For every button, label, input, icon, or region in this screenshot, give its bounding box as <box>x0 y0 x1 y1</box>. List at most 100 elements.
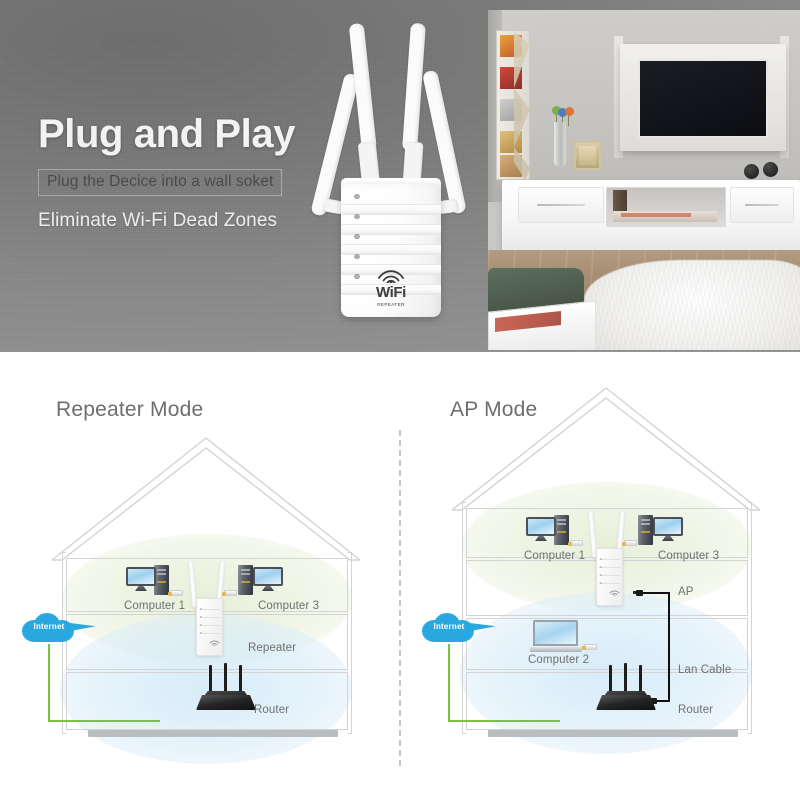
led-wps-icon <box>353 234 361 239</box>
tv-screen <box>638 59 768 138</box>
computer-1-adapter <box>568 540 583 546</box>
led-lan-icon <box>353 254 361 259</box>
console-drawer-right <box>730 187 794 223</box>
monitor-stand <box>535 536 547 541</box>
computer-3 <box>238 564 284 596</box>
wan-wire-horizontal <box>48 720 160 722</box>
vent-slot <box>341 264 441 275</box>
cloud-tail <box>470 623 496 631</box>
banner-text-block: Plug and Play Plug the Decice into a wal… <box>38 114 295 232</box>
mini-vent <box>599 559 620 560</box>
mini-led <box>200 624 202 626</box>
router-antenna <box>609 665 612 693</box>
cloud-puff <box>30 626 68 642</box>
led-signal-icon <box>353 214 361 219</box>
lan-cable-vertical <box>668 592 670 702</box>
monitor-stand <box>135 586 147 591</box>
cloud-puff <box>430 626 468 642</box>
computer-1-adapter <box>168 590 183 596</box>
flower <box>552 106 561 115</box>
house-wall-left <box>62 552 66 734</box>
ap-label: AP <box>678 586 694 598</box>
flower <box>565 107 574 116</box>
page-title: Plug and Play <box>38 112 296 156</box>
pc-monitor <box>253 567 283 591</box>
mode-diagrams-section: Repeater Mode <box>0 352 800 800</box>
cloud-tail <box>70 623 96 631</box>
headphone-cup-left <box>744 164 759 179</box>
router-base <box>196 695 256 710</box>
router-label: Router <box>678 704 714 716</box>
mini-wifi-icon <box>609 583 620 601</box>
mini-led <box>200 632 202 634</box>
subtitle-box: Plug the Decice into a wall soket <box>38 169 283 196</box>
router-antenna <box>224 663 227 693</box>
ap-lan-port <box>633 590 643 596</box>
router-base <box>596 695 656 710</box>
house-wall-right <box>348 552 352 734</box>
computer-2 <box>530 620 582 652</box>
flower-vase <box>554 122 566 166</box>
wan-wire-horizontal <box>448 720 560 722</box>
tower-bay <box>557 523 566 525</box>
router-coverage-zone <box>460 592 752 754</box>
wan-wire-vertical <box>48 644 50 722</box>
tower-bay <box>641 523 650 525</box>
vent-slot <box>341 224 441 235</box>
mini-vent <box>199 625 220 626</box>
wifi-repeater-device: WiFi REPEATER <box>300 20 500 350</box>
computer-1 <box>126 564 172 596</box>
monitor-stand <box>262 586 274 591</box>
brand-name: WiFi <box>376 284 406 302</box>
banner-subtitle: Plug the Decice into a wall soket <box>47 173 274 190</box>
console-drawer-left <box>518 187 604 223</box>
device-body: WiFi REPEATER <box>341 184 441 317</box>
house-wall-right <box>748 502 752 734</box>
flower-stem <box>562 112 563 126</box>
panel-divider <box>399 430 401 766</box>
mini-led <box>600 582 602 584</box>
repeater-label: Repeater <box>248 642 297 654</box>
tv-console <box>502 180 800 254</box>
computer-3-label: Computer 3 <box>258 600 320 612</box>
router-label: Router <box>254 704 290 716</box>
house-floor-bottom <box>466 672 748 730</box>
tower-bay <box>241 569 250 571</box>
vent-slot <box>341 284 441 295</box>
brand-subtitle: REPEATER <box>377 302 405 308</box>
computer-1 <box>526 514 572 546</box>
house-floor-third <box>466 618 748 670</box>
banner-tagline: Eliminate Wi-Fi Dead Zones <box>38 210 278 231</box>
monitor-screen <box>253 567 283 586</box>
pc-tower <box>238 565 253 595</box>
wifi-signal-icon <box>341 269 441 285</box>
table-item <box>495 311 561 332</box>
laptop-screen <box>533 620 578 646</box>
antenna-3 <box>402 22 426 152</box>
tower-led <box>157 581 166 583</box>
internet-label: Internet <box>433 622 465 631</box>
pc-tower <box>554 515 569 545</box>
house-floor-bottom <box>66 672 348 730</box>
headphones <box>744 160 780 182</box>
device-brand-logo: WiFi REPEATER <box>341 269 441 308</box>
living-room-photo <box>488 10 800 350</box>
router-device <box>596 663 656 710</box>
internet-label: Internet <box>33 622 65 631</box>
repeater-mode-panel: Repeater Mode <box>0 352 400 800</box>
tower-bay <box>157 573 166 575</box>
ground-line <box>488 730 738 737</box>
router-antenna <box>239 665 242 693</box>
computer-1-label: Computer 1 <box>124 600 186 612</box>
mini-ap-body <box>596 548 623 606</box>
shelf-magazines <box>613 211 717 222</box>
vent-slot <box>341 204 441 215</box>
ground-line <box>88 730 338 737</box>
access-point-device <box>587 509 628 606</box>
computer-3 <box>638 514 684 546</box>
tower-led <box>641 531 650 533</box>
tower-led <box>241 581 250 583</box>
monitor-stand <box>662 536 674 541</box>
tower-bay <box>241 573 250 575</box>
